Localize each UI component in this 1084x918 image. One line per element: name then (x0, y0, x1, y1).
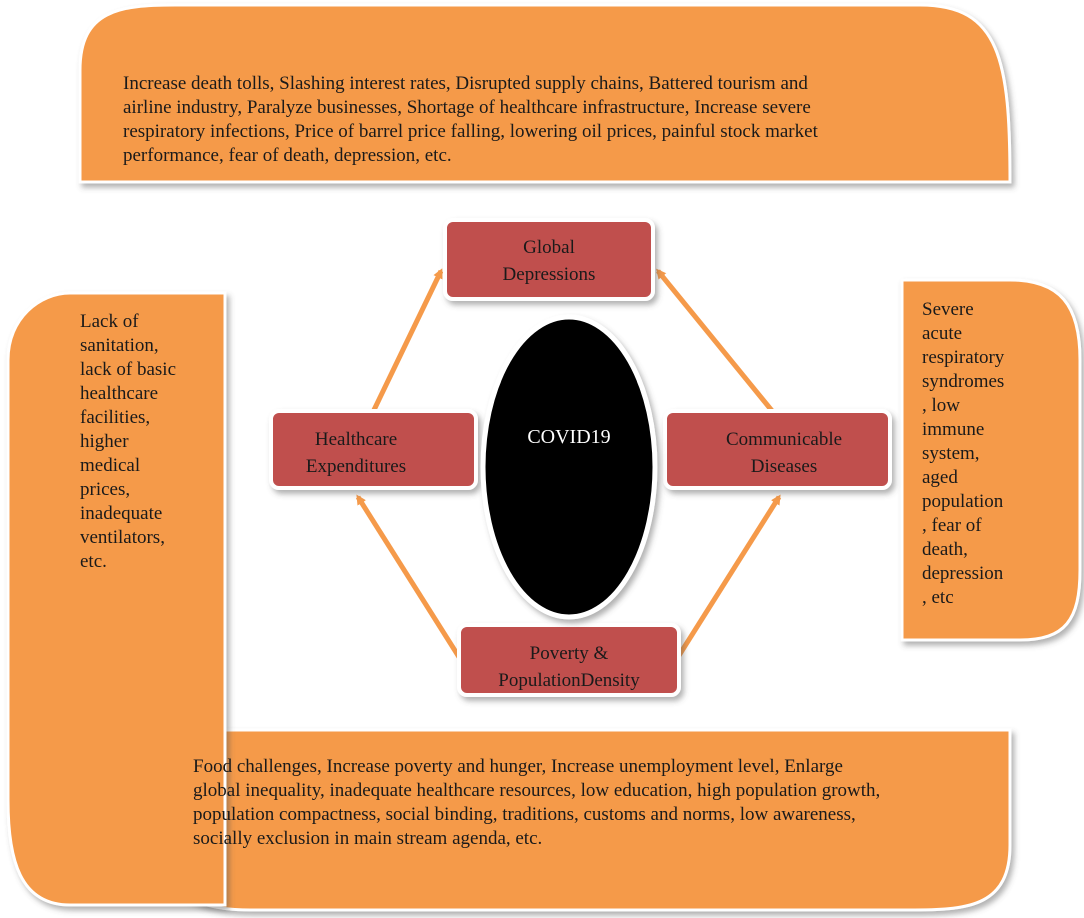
top-panel-text: Increase death tolls, Slashing interest … (123, 72, 923, 168)
right-panel-line: , low (922, 395, 960, 416)
poverty-line2: PopulationDensity (498, 670, 640, 691)
left-panel-line: medical (80, 455, 141, 476)
arrow-bottom-to-right (675, 494, 782, 659)
poverty-population-density-label: Poverty & PopulationDensity (459, 640, 679, 694)
global-depressions-line2: Depressions (502, 264, 596, 285)
box-poverty-population-density (457, 623, 681, 697)
right-panel-line: death, (922, 539, 968, 560)
left-panel-line: etc. (80, 551, 107, 572)
right-panel-line: respiratory (922, 347, 1005, 368)
bottom-panel-text: Food challenges, Increase poverty and hu… (193, 755, 993, 851)
top-panel-line: performance, fear of death, depression, … (123, 145, 452, 166)
right-panel-line: depression (922, 563, 1004, 584)
arrow-left-to-top (370, 268, 444, 414)
top-panel-line: respiratory infections, Price of barrel … (123, 121, 818, 142)
bottom-panel-line: global inequality, inadequate healthcare… (193, 780, 881, 801)
right-panel-line: Severe (922, 299, 974, 320)
right-panel-line: , fear of (922, 515, 982, 536)
healthcare-expenditures-line2: Expenditures (305, 456, 407, 477)
right-panel-line: population (922, 491, 1004, 512)
left-panel-line: lack of basic (80, 359, 177, 380)
right-panel-text: Severe acute respiratory syndromes , low… (922, 298, 1062, 610)
poverty-line1: Poverty & (529, 643, 609, 664)
communicable-diseases-line2: Diseases (750, 456, 818, 477)
top-panel-line: Increase death tolls, Slashing interest … (123, 73, 808, 94)
arrow-right-to-top (656, 268, 775, 414)
left-panel-line: Lack of (80, 311, 139, 332)
left-panel-line: prices, (80, 479, 131, 500)
top-panel-line: airline industry, Paralyze businesses, S… (123, 97, 811, 118)
communicable-diseases-label: Communicable Diseases (694, 426, 874, 480)
box-healthcare-expenditures (269, 409, 478, 490)
right-panel (900, 278, 1082, 642)
right-panel-line: system, (922, 443, 980, 464)
global-depressions-label: Global Depressions (445, 234, 653, 288)
left-panel-line: facilities, (80, 407, 151, 428)
right-panel-line: acute (922, 323, 963, 344)
top-panel (78, 3, 1012, 184)
left-panel-text: Lack of sanitation, lack of basic health… (80, 310, 220, 574)
right-panel-line: aged (922, 467, 958, 488)
left-panel-line: healthcare (80, 383, 159, 404)
left-panel-line: ventilators, (80, 527, 165, 548)
left-panel-line: higher (80, 431, 129, 452)
arrow-bottom-to-left (355, 494, 462, 659)
right-panel-line: , etc (922, 587, 954, 608)
bottom-panel-line: population compactness, social binding, … (193, 804, 856, 825)
left-panel-line: inadequate (80, 503, 163, 524)
right-panel-line: immune (922, 419, 985, 440)
right-panel-line: syndromes (922, 371, 1005, 392)
left-panel-line: sanitation, (80, 335, 159, 356)
left-panel (6, 291, 227, 907)
healthcare-expenditures-line1: Healthcare (314, 429, 398, 450)
global-depressions-line1: Global (523, 237, 575, 258)
box-communicable-diseases (663, 409, 892, 490)
healthcare-expenditures-label: Healthcare Expenditures (271, 426, 441, 480)
communicable-diseases-line1: Communicable (725, 429, 843, 450)
box-global-depressions (443, 218, 655, 301)
bottom-panel-line: Food challenges, Increase poverty and hu… (193, 756, 843, 777)
covid-ellipse (480, 314, 658, 620)
covid19-label: COVID19 (527, 426, 611, 448)
bottom-panel-line: socially exclusion in main stream agenda… (193, 828, 543, 849)
